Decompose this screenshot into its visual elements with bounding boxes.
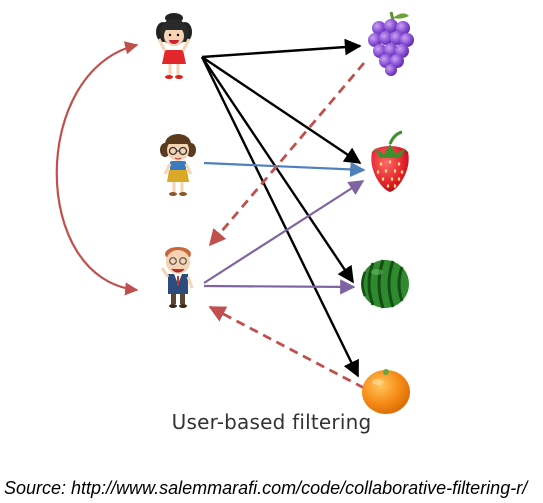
source-citation: Source: http://www.salemmarafi.com/code/… xyxy=(4,478,528,498)
edge-user1-watermelon xyxy=(201,56,354,284)
edge-user3-watermelon xyxy=(203,279,356,295)
strawberry-icon xyxy=(371,130,409,192)
edge-similarity-user1-user3 xyxy=(55,41,139,296)
grapes-icon xyxy=(368,11,414,76)
edge-user3-strawberry xyxy=(203,180,365,284)
edge-user2-strawberry xyxy=(203,161,366,178)
edge-user1-grapes xyxy=(201,38,362,59)
edge-recommend-grapes-user3 xyxy=(208,62,366,247)
user-based-filtering-diagram xyxy=(55,11,414,414)
edges-layer xyxy=(55,38,366,390)
edge-recommend-orange-user3 xyxy=(208,305,365,390)
edge-user1-strawberry xyxy=(201,56,362,164)
old-man-icon xyxy=(160,247,194,308)
orange-icon xyxy=(362,369,410,414)
watermelon-icon xyxy=(361,259,409,309)
girl-red-dress-icon xyxy=(156,13,192,79)
edge-user1-orange xyxy=(200,56,360,378)
girl-glasses-icon xyxy=(160,134,196,196)
diagram-caption: User-based filtering xyxy=(171,410,372,434)
